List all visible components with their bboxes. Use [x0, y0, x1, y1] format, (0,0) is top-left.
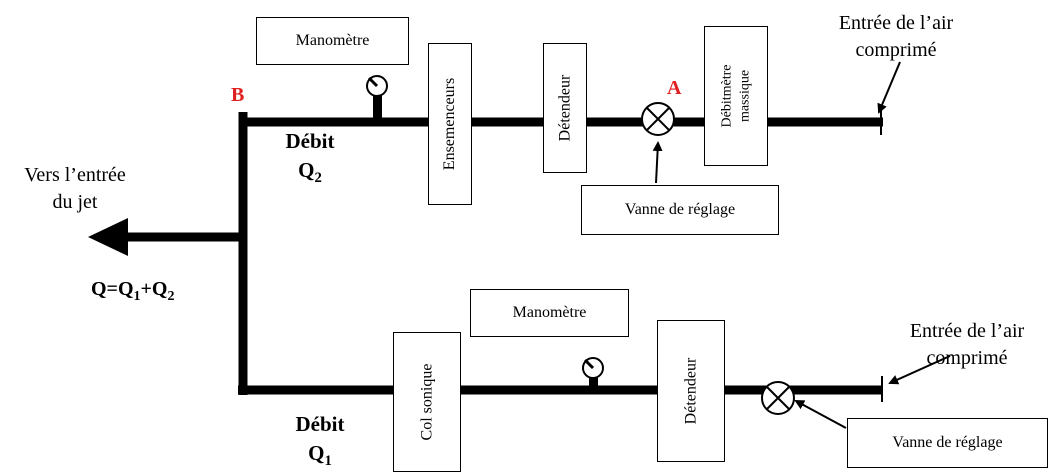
outlet-line2: du jet [52, 191, 98, 213]
top-inlet-arrow [877, 61, 901, 114]
top-valve-label: Vanne de réglage [624, 201, 736, 218]
mass-flowmeter-box: Débitmètre massique [704, 26, 768, 166]
total-flow-plus: +Q [140, 278, 168, 300]
total-flow-label: Q=Q1+Q2 [91, 278, 174, 305]
bottom-valve-pointer [794, 400, 847, 429]
q1-flow-label: Débit Q1 [282, 410, 358, 476]
point-a-label: A [667, 77, 682, 99]
seeders-label: Ensemenceurs [441, 77, 458, 171]
top-gauge-icon [366, 75, 388, 120]
sonic-throat-box: Col sonique [393, 332, 461, 472]
top-valve-icon [641, 102, 675, 136]
top-inlet-line2: comprimé [855, 39, 937, 61]
top-valve-box: Vanne de réglage [581, 185, 779, 235]
top-regulator-box: Détendeur [543, 43, 587, 173]
bottom-regulator-box: Détendeur [657, 320, 725, 462]
bottom-inlet-line1: Entrée de l’air [909, 320, 1025, 342]
bottom-manometer-label: Manomètre [512, 304, 587, 321]
bottom-regulator-label: Détendeur [682, 357, 700, 425]
bottom-valve-box: Vanne de réglage [847, 418, 1048, 468]
outlet-arrowhead [88, 218, 128, 256]
q2-flow-index: 2 [314, 170, 322, 187]
top-inlet-label: Entrée de l’air comprimé [806, 10, 986, 64]
q2-flow-label: Débit Q2 [272, 127, 348, 193]
outlet-line1: Vers l’entrée [24, 164, 126, 186]
q1-flow-var: Q [308, 441, 325, 465]
sonic-throat-label: Col sonique [418, 363, 436, 441]
bottom-valve-icon [761, 381, 795, 415]
seeders-box: Ensemenceurs [428, 43, 472, 205]
top-inlet-line1: Entrée de l’air [838, 12, 954, 34]
top-manometer-box: Manomètre [256, 17, 409, 65]
bottom-gauge-icon [582, 357, 604, 391]
q2-flow-var: Q [298, 158, 315, 182]
point-b-label: B [231, 84, 245, 106]
q1-flow-word: Débit [295, 412, 345, 436]
total-flow-index1: 1 [133, 289, 141, 304]
bottom-manometer-box: Manomètre [470, 289, 629, 337]
total-flow-lhs: Q=Q [91, 278, 134, 300]
bottom-inlet-label: Entrée de l’air comprimé [880, 318, 1054, 372]
top-manometer-label: Manomètre [295, 32, 370, 49]
bottom-valve-label: Vanne de réglage [892, 434, 1003, 451]
mass-flowmeter-label: Débitmètre massique [719, 64, 753, 128]
q1-flow-index: 1 [324, 453, 332, 470]
top-valve-pointer [652, 141, 663, 184]
q2-flow-word: Débit [285, 129, 335, 153]
bottom-inlet-line2: comprimé [926, 347, 1008, 369]
bottom-inlet-arrow [888, 355, 951, 385]
outlet-label: Vers l’entrée du jet [0, 162, 150, 216]
top-regulator-label: Détendeur [556, 74, 574, 142]
total-flow-index2: 2 [167, 289, 175, 304]
